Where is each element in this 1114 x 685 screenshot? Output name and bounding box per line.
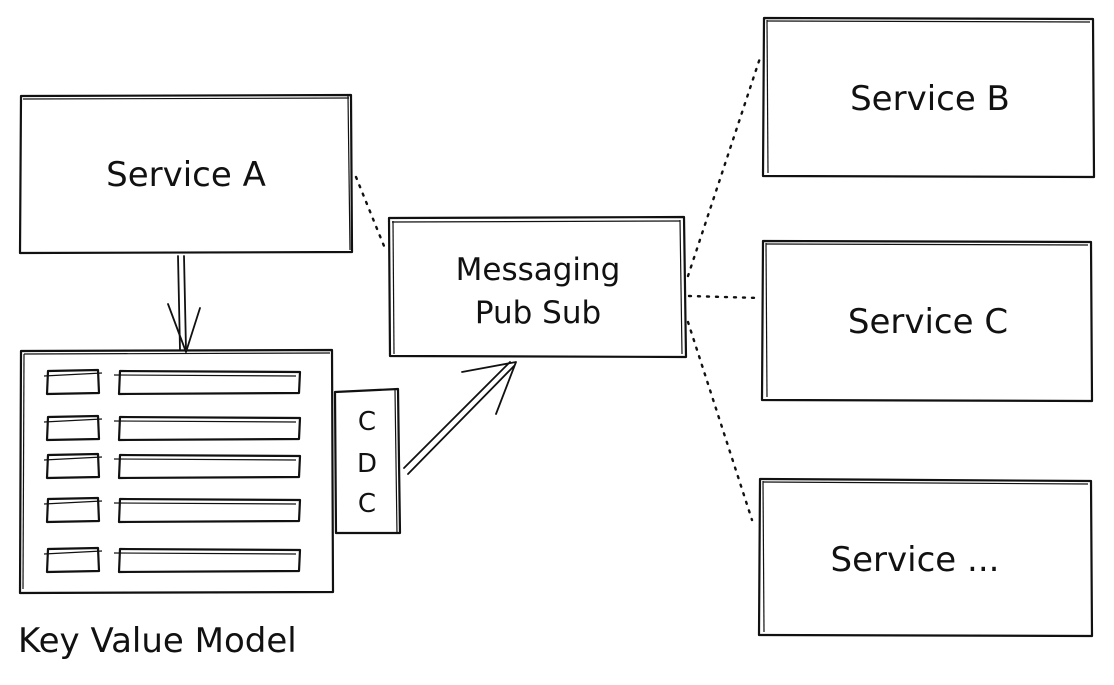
kv-value-cell: [117, 547, 302, 574]
cdc-letter-2: D: [357, 449, 377, 479]
service-more-node: Service ...: [757, 477, 1094, 638]
cdc-node: C D C: [333, 387, 402, 535]
kv-row: [43, 368, 302, 396]
service-a-node: Service A: [18, 93, 354, 255]
kv-key-stroke: [43, 418, 103, 423]
kv-row: [43, 496, 302, 524]
arrow-cdc-to-messaging: [403, 361, 517, 475]
arrow-service-a-to-kv: [167, 255, 201, 353]
kv-model-caption: Key Value Model: [18, 621, 297, 661]
service-a-label: Service A: [106, 155, 266, 195]
cdc-letter-3: C: [358, 489, 376, 519]
kv-key-stroke: [43, 500, 103, 505]
cdc-letter-1: C: [358, 407, 376, 437]
kv-value-cell: [117, 497, 302, 524]
messaging-label: Messaging: [456, 252, 621, 288]
messaging-node: Messaging Pub Sub: [387, 215, 688, 359]
kv-key-cell: [45, 452, 101, 480]
key-value-model-table: [18, 348, 335, 595]
kv-row: [43, 452, 302, 480]
kv-value-cell: [117, 415, 302, 442]
kv-value-stroke: [113, 374, 297, 377]
kv-rows: [43, 368, 302, 574]
kv-key-cell: [45, 546, 101, 574]
service-b-label: Service B: [850, 79, 1010, 119]
kv-value-cell: [117, 369, 302, 396]
link-messaging-service-c: [687, 294, 762, 300]
service-c-node: Service C: [760, 239, 1094, 403]
kv-key-stroke: [43, 456, 103, 461]
kv-value-stroke: [113, 458, 297, 461]
kv-key-stroke: [43, 372, 103, 377]
service-c-label: Service C: [848, 302, 1008, 342]
link-messaging-service-more: [686, 320, 754, 522]
kv-value-stroke: [113, 420, 297, 423]
link-messaging-service-b: [686, 56, 762, 278]
kv-key-cell: [45, 368, 101, 396]
kv-key-stroke: [43, 550, 103, 555]
kv-value-stroke: [113, 502, 297, 505]
kv-key-cell: [45, 414, 101, 442]
kv-row: [43, 546, 302, 574]
kv-row: [43, 414, 302, 442]
kv-value-cell: [117, 453, 302, 480]
kv-key-cell: [45, 496, 101, 524]
link-service-a-messaging: [354, 175, 386, 248]
pubsub-label: Pub Sub: [475, 295, 601, 331]
service-more-label: Service ...: [831, 540, 1000, 580]
service-b-node: Service B: [761, 16, 1096, 179]
kv-value-stroke: [113, 552, 297, 555]
